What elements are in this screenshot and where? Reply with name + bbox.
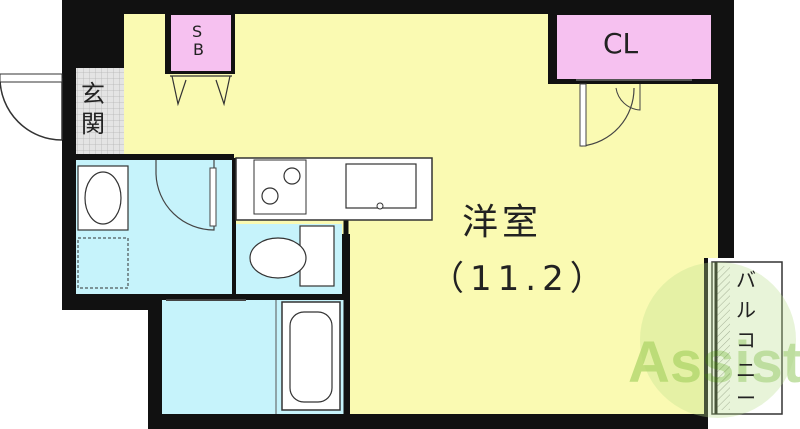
room-name-label: 洋室 — [462, 202, 543, 243]
entrance-floor — [76, 68, 124, 154]
shoe-box-doors — [171, 75, 231, 107]
closet-door-leaf-left — [579, 83, 587, 147]
bathtub-inner — [289, 311, 333, 403]
entrance-door-swing — [0, 77, 63, 141]
balcony-label-1: バ — [736, 268, 756, 292]
svg-text:Assist: Assist — [628, 330, 800, 395]
shoe-box-label-s: S — [192, 22, 203, 41]
shoe-box-label-b: B — [193, 40, 204, 59]
stove — [253, 159, 307, 215]
washing-machine-space — [77, 237, 129, 289]
kitchen-sink — [345, 163, 417, 209]
balcony-floor-hatch — [716, 266, 730, 410]
entrance-door-leaf — [0, 73, 63, 83]
wash-bowl — [84, 171, 122, 225]
washroom-door — [155, 160, 215, 231]
burner-1 — [283, 167, 301, 185]
shoe-box — [169, 13, 233, 73]
closet — [555, 13, 713, 81]
faucet — [376, 202, 384, 210]
closet-door-left — [581, 84, 635, 147]
closet-label: CL — [603, 27, 639, 60]
balcony-label-3: コ — [736, 328, 756, 352]
balcony-label-2: ル — [736, 298, 756, 322]
room-size-label: （11.2） — [430, 259, 610, 299]
closet-door-right — [615, 84, 641, 111]
entrance-label-1: 玄 — [81, 80, 105, 108]
entrance-label-2: 関 — [81, 110, 105, 138]
watermark-logo: Assist — [628, 262, 800, 418]
washroom-door-leaf — [209, 167, 217, 227]
balcony-label-5: ー — [736, 386, 756, 410]
toilet-bowl — [249, 237, 307, 279]
burner-2 — [261, 187, 279, 205]
balcony-label-4: ニ — [736, 358, 756, 382]
